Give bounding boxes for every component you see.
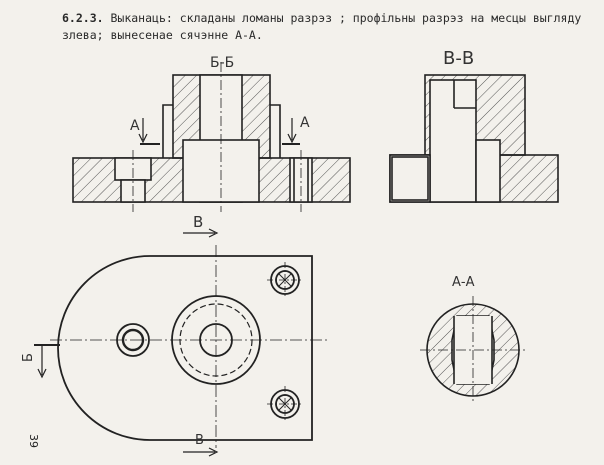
profile-section-vv: [389, 74, 559, 203]
task-text: Выканаць: складаны ломаны разрэз ; профі…: [62, 11, 582, 42]
section-aa-label: А-А: [452, 275, 475, 290]
cut-label-a-left: А: [130, 118, 140, 134]
cut-arrow-v-bottom: [183, 447, 219, 457]
cut-label-b-left: Б: [20, 353, 36, 362]
section-vv-label: В-В: [443, 48, 475, 69]
removed-section-aa: [420, 296, 526, 404]
cut-arrow-b-left: [34, 344, 60, 379]
front-section-bb: [72, 62, 351, 212]
task-statement: 6.2.3. Выканаць: складаны ломаны разрэз …: [62, 10, 592, 44]
cut-arrow-a-left: [138, 118, 160, 145]
cut-label-a-right: А: [300, 115, 310, 131]
cut-arrow-v-top: [183, 228, 219, 238]
cut-label-v-bottom: В: [195, 433, 204, 448]
cut-arrow-a-right: [282, 118, 300, 145]
cut-label-v-top: В: [193, 213, 204, 231]
task-number: 6.2.3.: [62, 11, 104, 25]
plan-view: [50, 245, 330, 448]
section-bb-label: Б-Б: [210, 55, 235, 71]
page-number: 39: [27, 434, 40, 448]
